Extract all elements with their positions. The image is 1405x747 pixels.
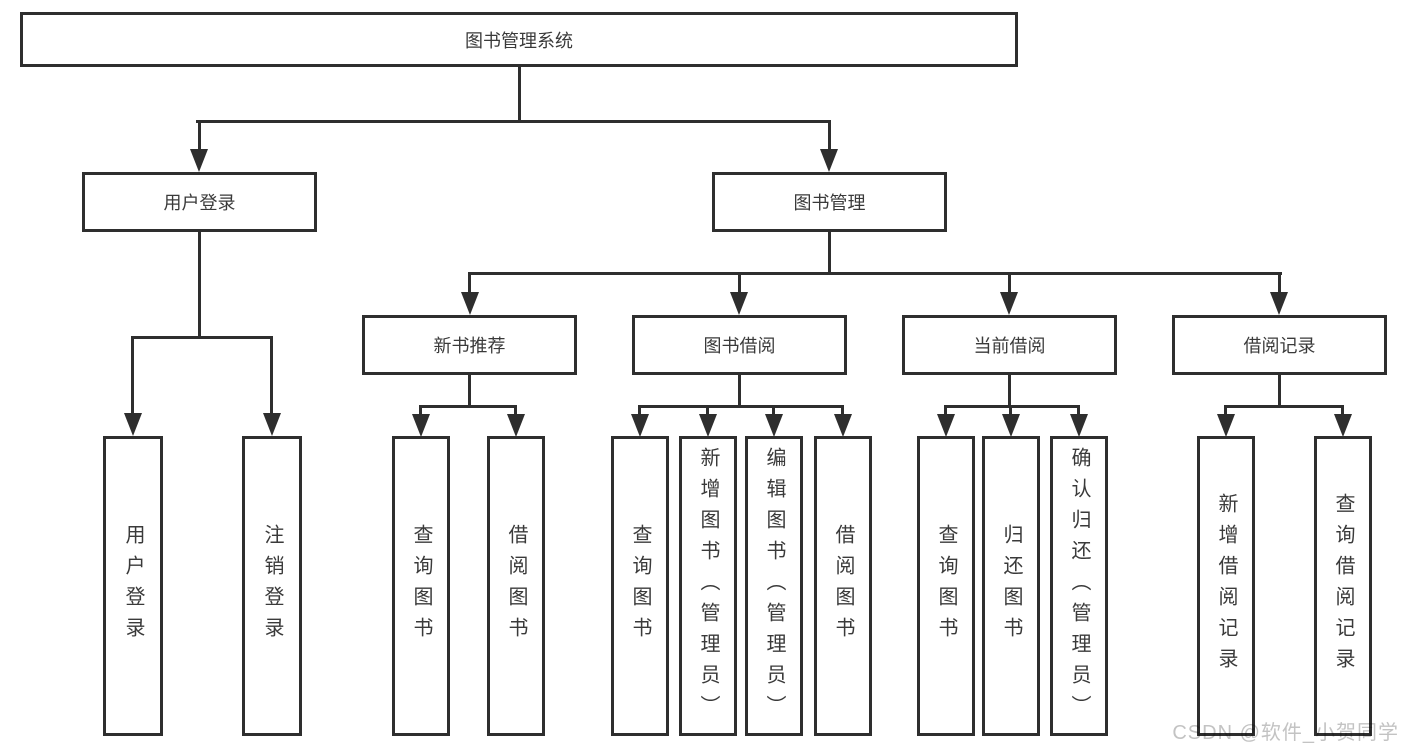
leaf-add-book-admin: 新增图书（管理员） [679,436,737,736]
leaf-borrow-books: 借阅图书 [814,436,872,736]
node-label: 新书推荐 [433,336,506,356]
arrow-down-icon [765,414,783,437]
connector-line [468,272,1282,275]
connector-line [944,405,1080,408]
leaf-label: 编辑图书（管理员） [763,446,785,726]
connector-line [738,373,741,407]
connector-line [198,230,201,338]
arrow-down-icon [124,413,142,436]
leaf-query-books: 查询图书 [917,436,975,736]
arrow-down-icon [1217,414,1235,437]
leaf-label: 注销登录 [261,524,283,648]
arrow-down-icon [834,414,852,437]
node-book-borrowing: 图书借阅 [632,315,847,375]
connector-line [419,405,422,419]
arrow-down-icon [699,414,717,437]
connector-line [1341,405,1344,419]
leaf-query-books: 查询图书 [611,436,669,736]
leaf-logout: 注销登录 [242,436,302,736]
node-book-management: 图书管理 [712,172,947,232]
node-label: 用户登录 [163,193,236,213]
connector-line [706,405,709,419]
connector-line [419,405,517,408]
connector-line [518,65,521,122]
node-borrowing-records: 借阅记录 [1172,315,1387,375]
connector-line [514,405,517,419]
arrow-down-icon [1070,414,1088,437]
leaf-add-borrow-record: 新增借阅记录 [1197,436,1255,736]
node-current-borrowing: 当前借阅 [902,315,1117,375]
leaf-user-login: 用户登录 [103,436,163,736]
leaf-query-borrow-record: 查询借阅记录 [1314,436,1372,736]
leaf-label: 查询借阅记录 [1332,493,1354,679]
arrow-down-icon [263,413,281,436]
node-library-management-system: 图书管理系统 [20,12,1018,67]
leaf-edit-book-admin: 编辑图书（管理员） [745,436,803,736]
connector-line [1224,405,1227,419]
leaf-label: 归还图书 [1000,524,1022,648]
connector-line [131,336,134,416]
node-user-login: 用户登录 [82,172,317,232]
connector-line [638,405,844,408]
connector-line [841,405,844,419]
connector-line [270,336,273,416]
arrow-down-icon [190,149,208,172]
connector-line [198,120,201,153]
leaf-label: 借阅图书 [505,524,527,648]
connector-line [1278,272,1281,296]
connector-line [738,272,741,296]
node-label: 借阅记录 [1243,336,1316,356]
node-label: 图书管理 [793,193,866,213]
connector-line [828,230,831,274]
connector-line [1009,405,1012,419]
node-label: 当前借阅 [973,336,1046,356]
arrow-down-icon [820,149,838,172]
arrow-down-icon [461,292,479,315]
leaf-label: 确认归还（管理员） [1068,446,1090,726]
arrow-down-icon [730,292,748,315]
connector-line [131,336,273,339]
connector-line [468,272,471,296]
arrow-down-icon [1000,292,1018,315]
arrow-down-icon [507,414,525,437]
leaf-confirm-return-admin: 确认归还（管理员） [1050,436,1108,736]
leaf-return-book: 归还图书 [982,436,1040,736]
arrow-down-icon [631,414,649,437]
leaf-query-books: 查询图书 [392,436,450,736]
connector-line [638,405,641,419]
arrow-down-icon [1334,414,1352,437]
connector-line [1278,373,1281,407]
connector-line [944,405,947,419]
leaf-borrow-books: 借阅图书 [487,436,545,736]
arrow-down-icon [412,414,430,437]
leaf-label: 查询图书 [410,524,432,648]
connector-line [772,405,775,419]
connector-line [468,373,471,407]
connector-line [828,120,831,153]
connector-line [1077,405,1080,419]
leaf-label: 用户登录 [122,524,144,648]
connector-line [1224,405,1344,408]
node-label: 图书管理系统 [465,30,573,51]
csdn-watermark: CSDN @软件_小贺同学 [1172,722,1399,744]
node-label: 图书借阅 [703,336,776,356]
leaf-label: 新增借阅记录 [1215,493,1237,679]
arrow-down-icon [1270,292,1288,315]
leaf-label: 查询图书 [629,524,651,648]
leaf-label: 新增图书（管理员） [697,446,719,726]
node-new-book-recommendation: 新书推荐 [362,315,577,375]
connector-line [196,120,831,123]
arrow-down-icon [1002,414,1020,437]
connector-line [1008,373,1011,407]
leaf-label: 借阅图书 [832,524,854,648]
arrow-down-icon [937,414,955,437]
connector-line [1008,272,1011,296]
leaf-label: 查询图书 [935,524,957,648]
